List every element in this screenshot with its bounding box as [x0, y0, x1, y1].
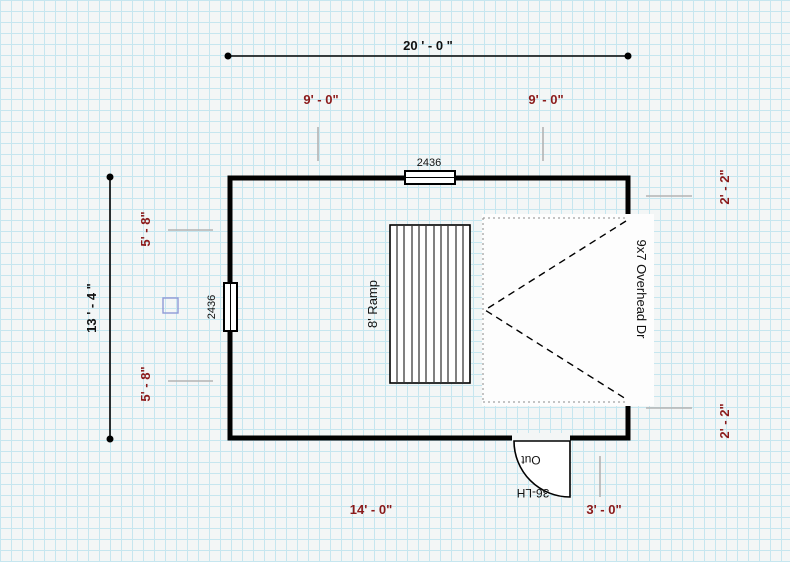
dim-overall-width: 20 ' - 0 "	[403, 38, 453, 53]
overhead-door-swing-lines	[483, 220, 627, 400]
entry-door-swing-arc	[513, 440, 571, 498]
dim-dot	[624, 52, 632, 60]
width-dimension-line	[224, 52, 632, 60]
top-window-label: 2436	[417, 157, 441, 169]
ramp	[389, 224, 471, 384]
entry-door-opening	[512, 433, 570, 443]
dim-dot	[106, 173, 114, 181]
dim-bottom-right: 3' - 0"	[586, 502, 621, 517]
dim-dot	[224, 52, 232, 60]
overhead-door-label: 9x7 Overhead Dr	[634, 240, 649, 340]
dim-left-upper: 5' - 8"	[138, 211, 153, 246]
ramp-outline	[389, 224, 471, 384]
left-window	[223, 282, 238, 332]
left-window-label: 2436	[206, 295, 218, 319]
dim-right-upper: 2' - 2"	[717, 169, 732, 204]
top-window	[404, 170, 456, 185]
dim-top-right: 9' - 0"	[528, 92, 563, 107]
entry-door-direction-label: Out	[521, 453, 541, 467]
dim-left-lower: 5' - 8"	[138, 366, 153, 401]
marker-square-symbol	[162, 297, 179, 314]
dim-dot	[106, 435, 114, 443]
entry-door	[513, 440, 571, 498]
height-dimension-line	[106, 173, 114, 443]
ramp-hatching	[396, 226, 464, 382]
dim-top-left: 9' - 0"	[303, 92, 338, 107]
dim-bottom-left: 14' - 0"	[350, 502, 393, 517]
overhead-door-dotted-outline	[482, 217, 626, 403]
dim-overall-height: 13 ' - 4 "	[84, 283, 99, 333]
ramp-label: 8' Ramp	[365, 280, 380, 328]
extension-ticks	[168, 127, 692, 497]
overhead-door-bay	[482, 214, 654, 406]
dim-right-lower: 2' - 2"	[717, 403, 732, 438]
entry-door-label: 36-LH	[517, 486, 550, 500]
